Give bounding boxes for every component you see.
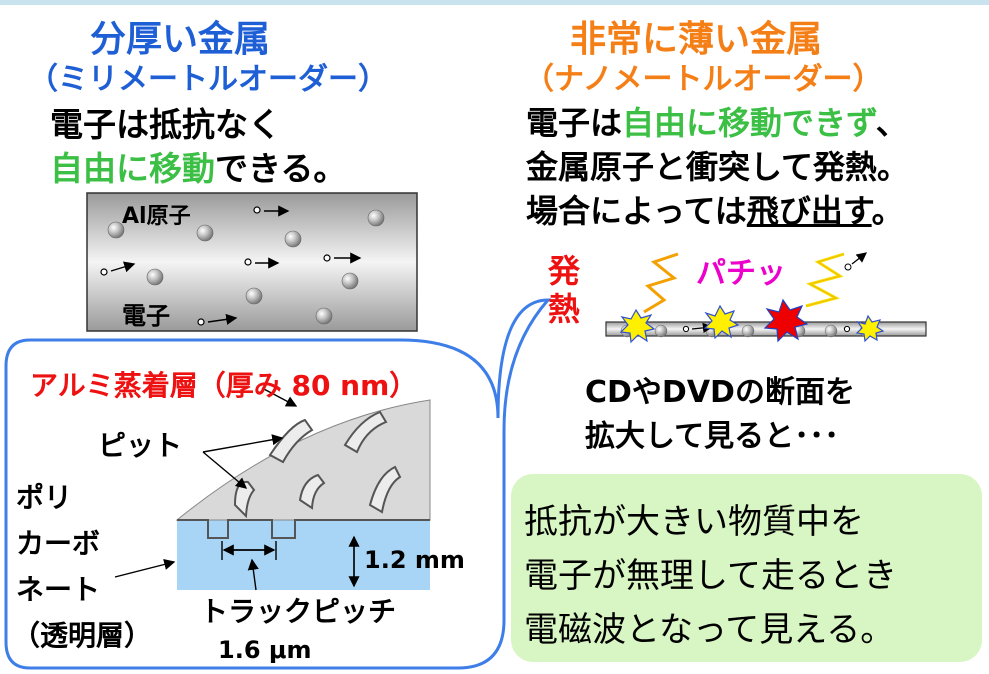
polycarbonate-line4: （透明層） — [12, 619, 153, 652]
aluminum-layer-title: アルミ蒸着層（厚み 80 nm） — [30, 369, 418, 402]
fly-out-underlined: 飛び出す — [746, 192, 872, 230]
burst-star-2 — [703, 304, 740, 340]
polycarbonate-line1: ポリ — [16, 481, 73, 514]
left-desc-line1: 電子は抵抗なく — [50, 105, 281, 144]
burst-star-1 — [619, 308, 656, 344]
left-subtitle: （ミリメートルオーダー） — [28, 62, 388, 97]
thin-metal-bar — [605, 252, 927, 344]
track-pitch-label: トラックピッチ — [200, 595, 397, 628]
top-accent-line — [0, 0, 989, 5]
polycarbonate-line2: カーボ — [16, 527, 101, 560]
burst-star-4 — [855, 314, 885, 343]
right-desc-line3: 場合によっては飛び出す。 — [526, 192, 904, 230]
right-highlight: 自由に移動できず — [622, 104, 876, 142]
pits — [233, 410, 402, 519]
thick-metal-bar — [86, 192, 418, 332]
summary-box — [511, 474, 982, 662]
electron-label: 電子 — [122, 302, 170, 330]
polycarbonate-line3: ネート — [16, 573, 101, 606]
left-highlight: 自由に移動 — [50, 149, 215, 188]
right-title: 非常に薄い金属 — [570, 19, 823, 60]
pit-label: ピット — [98, 429, 183, 462]
electron-arrows — [110, 205, 362, 325]
heat-char-1: 発 — [548, 252, 581, 290]
summary-line2: 電子が無理して走るとき — [524, 556, 897, 596]
thickness-label: 1.2 mm — [364, 546, 465, 574]
cd-cross-section — [114, 387, 431, 591]
spark-zigzag-left — [643, 252, 679, 314]
summary-line3: 電磁波となって見える。 — [524, 610, 895, 650]
left-title: 分厚い金属 — [90, 19, 271, 60]
cd-caption-line1: CDやDVDの断面を — [585, 375, 855, 410]
right-desc-line2: 金属原子と衝突して発熱。 — [526, 148, 910, 186]
burst-star-red — [763, 298, 809, 343]
cd-caption-line2: 拡大して見ると･･･ — [585, 419, 840, 454]
summary-line1: 抵抗が大きい物質中を — [524, 502, 864, 542]
heat-char-2: 熱 — [548, 290, 581, 328]
right-subtitle: （ナノメートルオーダー） — [524, 62, 883, 97]
track-pitch-value: 1.6 μm — [218, 636, 312, 664]
al-atoms — [107, 209, 385, 325]
spark-label: パチッ — [696, 256, 786, 291]
left-desc-line2: 自由に移動できる。 — [50, 149, 347, 188]
right-desc-line1: 電子は自由に移動できず、 — [526, 104, 908, 142]
electrons — [100, 206, 331, 326]
atom-label: Al原子 — [122, 204, 191, 229]
